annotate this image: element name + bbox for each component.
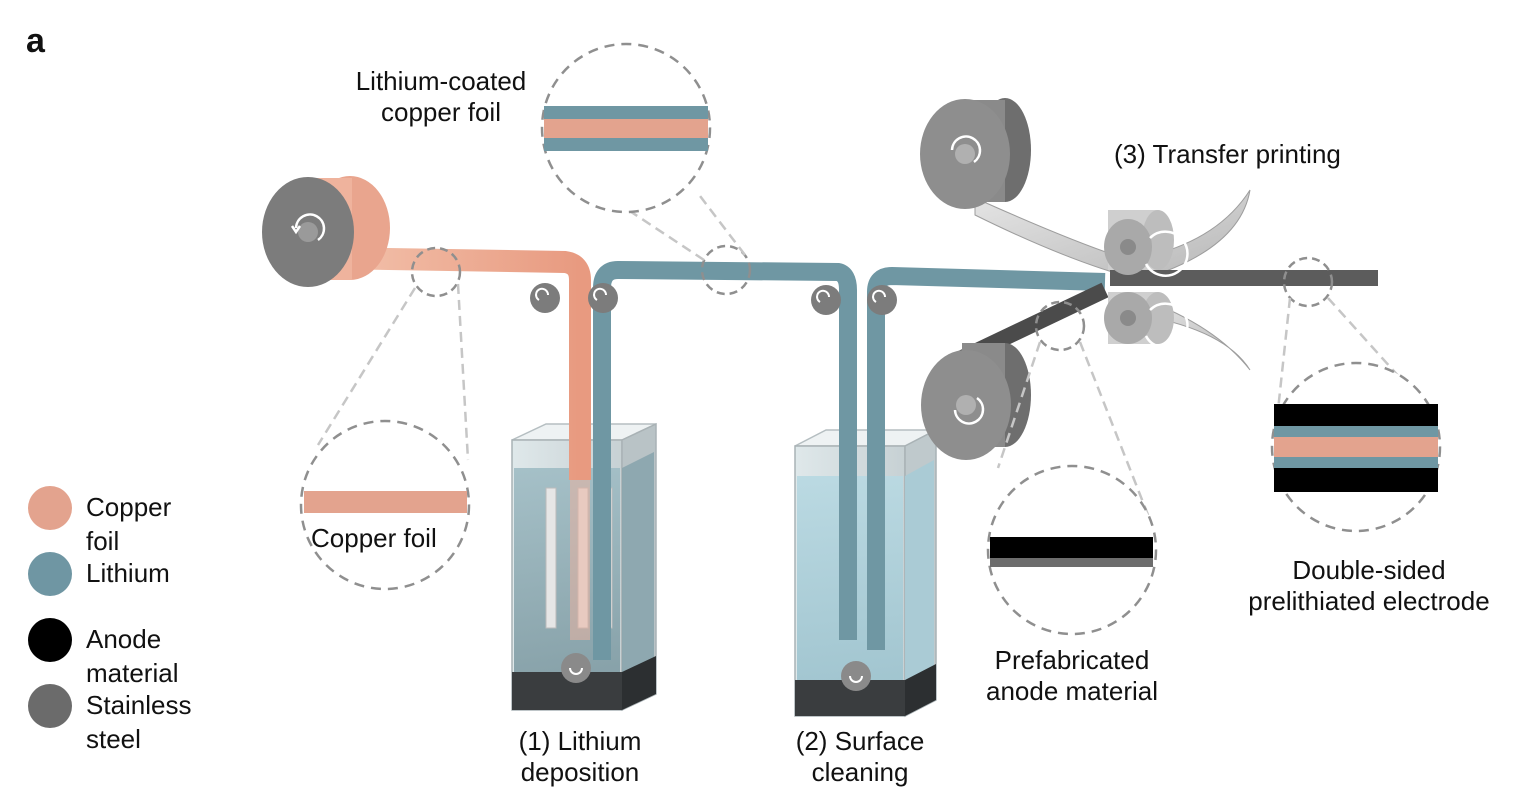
label-lithium-coated-copper-foil: Lithium-coated copper foil <box>336 66 546 128</box>
copper-spool <box>262 176 390 287</box>
label-surface-cleaning: (2) Surface cleaning <box>770 726 950 788</box>
label-line: deposition <box>520 757 640 787</box>
label-line: Lithium-coated <box>355 66 527 96</box>
label-line: copper foil <box>381 97 501 127</box>
swatch-lithium-icon <box>28 552 72 596</box>
lower-spool <box>921 343 1031 460</box>
label-line: anode material <box>986 676 1158 706</box>
transfer-rollers <box>1104 210 1189 349</box>
label-line: prelithiated electrode <box>1248 586 1490 616</box>
guide-roller-3 <box>811 285 841 315</box>
label-lithium-deposition: (1) Lithium deposition <box>490 726 670 788</box>
label-copper-foil-zoom: Copper foil <box>311 523 437 553</box>
guide-roller-1 <box>530 283 560 313</box>
zoom-prefabricated-anode <box>986 300 1158 636</box>
legend-label: Stainless steel <box>86 690 192 754</box>
zoom-lithium-coated <box>540 42 752 296</box>
guide-rollers <box>530 283 897 691</box>
label-line: Prefabricated <box>994 645 1150 675</box>
copper-foil-strip <box>329 247 591 640</box>
swatch-anode-icon <box>28 618 72 662</box>
legend-label: Anode material <box>86 624 179 688</box>
zoom-double-sided-electrode <box>1270 256 1442 533</box>
label-line: Double-sided <box>1292 555 1446 585</box>
upper-spool <box>920 98 1031 209</box>
submerged-roller-1 <box>561 653 591 683</box>
zoom-copper-foil <box>299 246 471 591</box>
label-line: (2) Surface <box>795 726 925 756</box>
label-line: (1) Lithium <box>518 726 642 756</box>
swatch-steel-icon <box>28 684 72 728</box>
label-line: cleaning <box>811 757 909 787</box>
submerged-roller-2 <box>841 661 871 691</box>
label-prefabricated-anode-material: Prefabricated anode material <box>962 645 1182 707</box>
legend-label: Copper foil <box>86 492 172 556</box>
swatch-copper-icon <box>28 486 72 530</box>
guide-roller-4 <box>867 285 897 315</box>
guide-roller-2 <box>588 283 618 313</box>
legend-label: Lithium <box>86 558 170 588</box>
label-double-sided-electrode: Double-sided prelithiated electrode <box>1224 555 1514 617</box>
panel-label: a <box>26 22 45 60</box>
label-transfer-printing: (3) Transfer printing <box>1114 139 1341 169</box>
